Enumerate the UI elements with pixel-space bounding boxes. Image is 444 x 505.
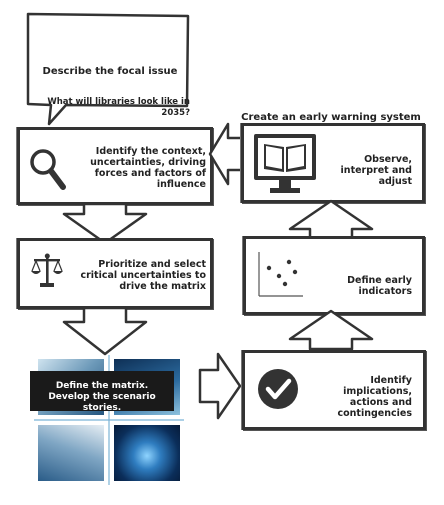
prioritize-text: Prioritize and select critical uncertain…: [80, 259, 206, 292]
arrow-to-identify: [206, 120, 246, 188]
step-prioritize: [17, 238, 213, 309]
step-indicators: [243, 236, 425, 315]
check-circle-icon: [256, 367, 300, 415]
observe-text: Observe, interpret and adjust: [340, 154, 412, 187]
early-warning-title: Create an early warning system: [241, 112, 421, 123]
monitor-book-icon: [252, 132, 318, 200]
indicators-text: Define early indicators: [347, 275, 412, 297]
identify-context-text: Identify the context, uncertainties, dri…: [90, 146, 206, 190]
matrix-text: Define the matrix. Develop the scenario …: [48, 381, 156, 413]
scatter-plot-icon: [255, 250, 305, 304]
scales-icon: [30, 252, 64, 294]
focal-issue-question: What will libraries look like in 2035?: [47, 97, 190, 118]
arrow-up-2: [286, 308, 376, 352]
magnifier-icon: [28, 147, 68, 197]
focal-issue-title: Describe the focal issue: [42, 66, 178, 77]
matrix-tile-bottom-right: [114, 425, 180, 481]
matrix-tile-bottom-left: [38, 425, 104, 481]
arrow-to-implications: [196, 350, 244, 422]
arrow-down-1: [60, 200, 150, 246]
focal-issue-bubble: [22, 10, 194, 128]
matrix-label-background: [30, 371, 174, 411]
arrow-down-2: [60, 304, 150, 358]
implications-text: Identify implications, actions and conti…: [337, 375, 412, 419]
